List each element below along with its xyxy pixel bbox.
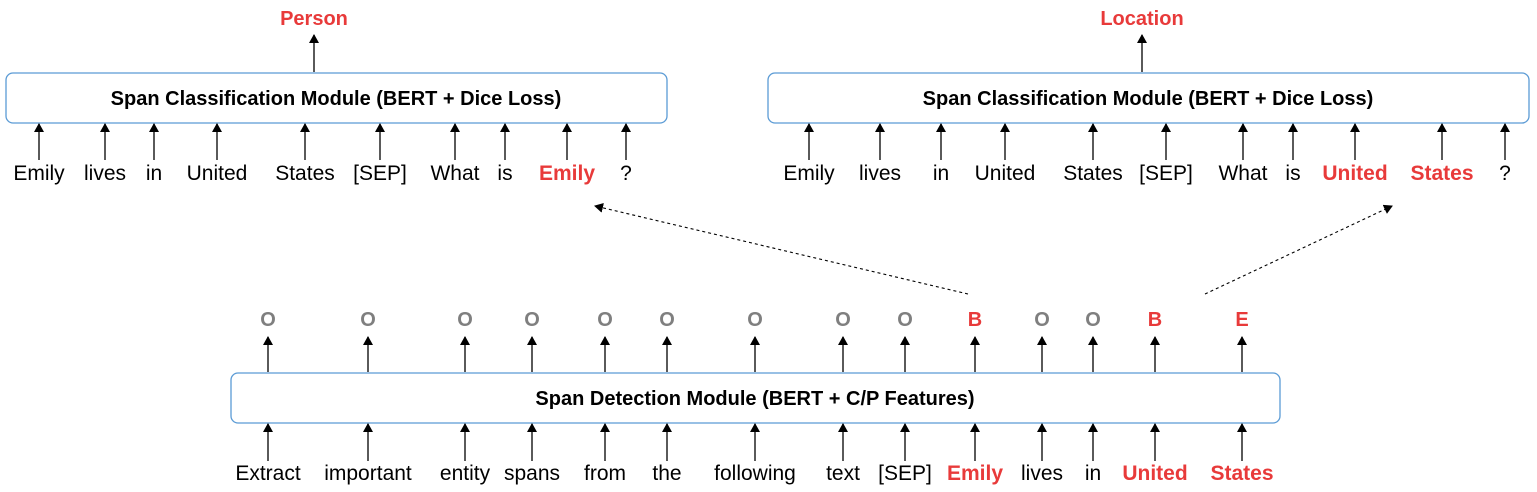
left-classifier-token: Emily bbox=[13, 162, 65, 185]
left-classification-group: Person Span Classification Module (BERT … bbox=[5, 8, 668, 185]
detector-tag-o: O bbox=[524, 309, 540, 331]
detector-token: lives bbox=[1021, 462, 1063, 485]
united-states-span-dashed-arrow bbox=[1204, 204, 1393, 295]
left-classifier-token: in bbox=[146, 162, 162, 185]
detector-tag-b: B bbox=[968, 309, 982, 331]
right-classifier-token: United bbox=[1322, 162, 1387, 185]
detector-token: text bbox=[826, 462, 860, 485]
left-classifier-token: ? bbox=[620, 162, 632, 185]
left-classifier-token: is bbox=[497, 162, 512, 185]
right-classification-module-label: Span Classification Module (BERT + Dice … bbox=[923, 88, 1374, 110]
detector-tag-o: O bbox=[457, 309, 473, 331]
detector-token: spans bbox=[504, 462, 560, 485]
right-classifier-token: lives bbox=[859, 162, 901, 185]
detector-tag-o: O bbox=[1085, 309, 1101, 331]
right-classifier-token: Emily bbox=[783, 162, 835, 185]
detection-group: O O O O O O O O O B O O B E Span Detection Module (BE… bbox=[230, 309, 1281, 485]
right-classifier-token: in bbox=[933, 162, 949, 185]
right-classifier-token: States bbox=[1410, 162, 1473, 185]
left-classification-module-box bbox=[5, 72, 668, 124]
right-classifier-token: United bbox=[975, 162, 1036, 185]
detector-tag-o: O bbox=[835, 309, 851, 331]
detector-tag-o: O bbox=[659, 309, 675, 331]
detector-tag-o: O bbox=[260, 309, 276, 331]
detector-token: important bbox=[324, 462, 412, 485]
detector-token: the bbox=[652, 462, 681, 485]
detector-token: Emily bbox=[947, 462, 1003, 485]
detector-token: from bbox=[584, 462, 626, 485]
detector-tag-o: O bbox=[1034, 309, 1050, 331]
detector-tag-o: O bbox=[360, 309, 376, 331]
right-classifier-token: is bbox=[1285, 162, 1300, 185]
right-classification-module-box bbox=[767, 72, 1530, 124]
detector-tag-b: B bbox=[1148, 309, 1162, 331]
detector-token: States bbox=[1210, 462, 1273, 485]
right-classifier-token: States bbox=[1063, 162, 1123, 185]
left-classification-module-label: Span Classification Module (BERT + Dice … bbox=[111, 88, 562, 110]
emily-span-dashed-arrow bbox=[594, 202, 969, 295]
detector-tag-o: O bbox=[747, 309, 763, 331]
left-classifier-token: States bbox=[275, 162, 335, 185]
detector-tag-e: E bbox=[1235, 309, 1248, 331]
left-classifier-token: Emily bbox=[539, 162, 595, 185]
right-classification-group: Location Span Classification Module (BER… bbox=[767, 8, 1530, 185]
detector-tag-o: O bbox=[897, 309, 913, 331]
detector-token: following bbox=[714, 462, 796, 485]
right-classifier-token: What bbox=[1218, 162, 1267, 185]
detector-token-row: Extract important entity spans from the follow… bbox=[235, 423, 1274, 485]
span-detection-module-label: Span Detection Module (BERT + C/P Featur… bbox=[535, 388, 974, 410]
detector-token: entity bbox=[440, 462, 491, 485]
left-classifier-token: What bbox=[430, 162, 479, 185]
left-classifier-token: lives bbox=[84, 162, 126, 185]
detector-token: [SEP] bbox=[878, 462, 932, 485]
detector-token: Extract bbox=[235, 462, 301, 485]
left-classifier-token: [SEP] bbox=[353, 162, 407, 185]
right-classifier-token: [SEP] bbox=[1139, 162, 1193, 185]
right-output-label: Location bbox=[1100, 8, 1183, 30]
left-output-label: Person bbox=[280, 8, 348, 30]
detector-token: in bbox=[1085, 462, 1101, 485]
left-classifier-token: United bbox=[187, 162, 248, 185]
detector-tag-o: O bbox=[597, 309, 613, 331]
detector-token: United bbox=[1122, 462, 1187, 485]
right-classifier-token: ? bbox=[1499, 162, 1511, 185]
